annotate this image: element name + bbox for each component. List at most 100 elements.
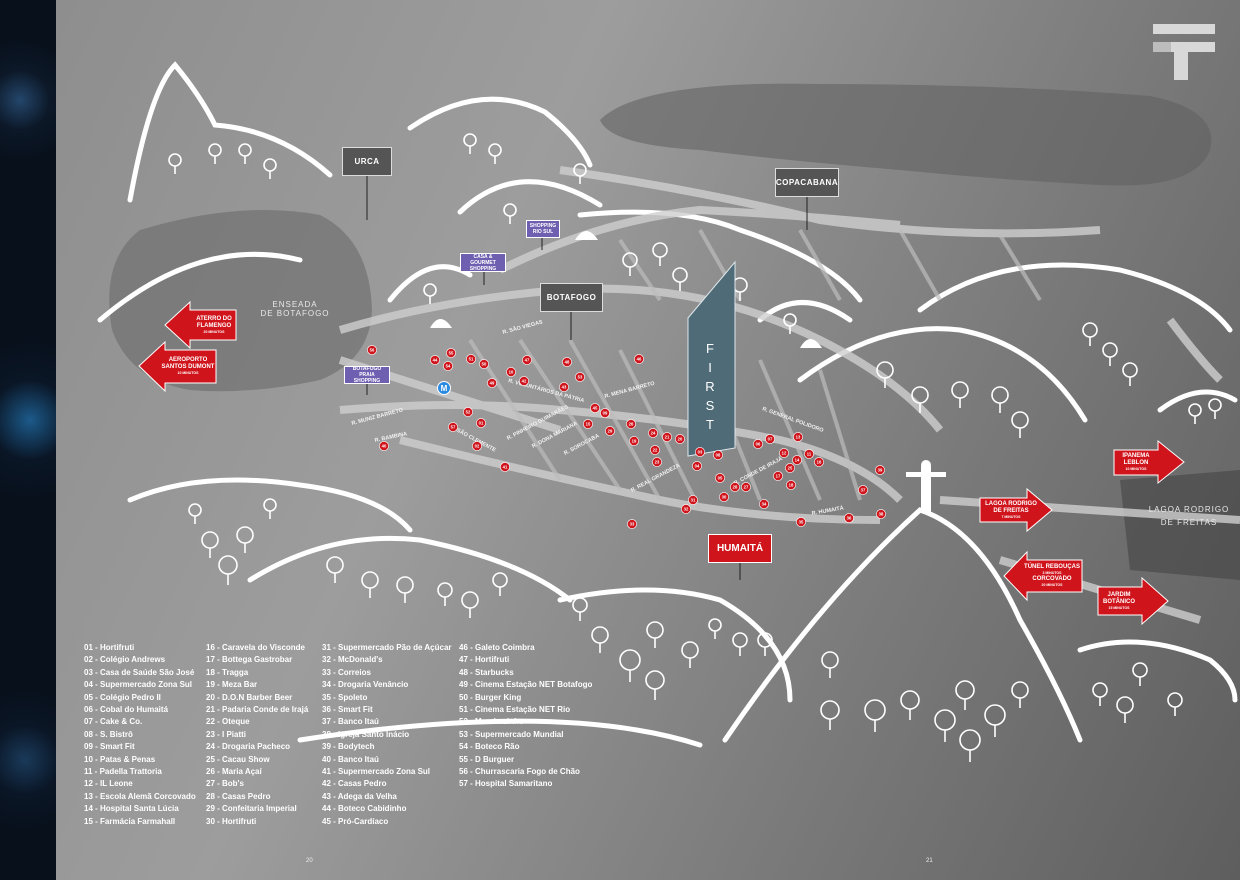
place-marker — [844, 513, 854, 523]
place-marker — [650, 445, 660, 455]
place-marker-label: 16 — [817, 460, 822, 465]
place-marker — [627, 519, 637, 529]
place-marker-label: 26 — [629, 422, 634, 427]
place-marker-label: 52 — [466, 410, 471, 415]
legend-item: 12 - IL Leone — [84, 779, 133, 789]
legend-item: 15 - Farmácia Farmahall — [84, 816, 176, 826]
legend-item: 10 - Patas & Penas — [84, 754, 156, 764]
place-marker — [765, 434, 775, 444]
legend-item: 16 - Caravela do Visconde — [206, 643, 306, 652]
legend-item: 34 - Drogaria Venâncio — [322, 680, 409, 690]
legend-item: 22 - Oteque — [206, 717, 250, 727]
place-marker — [652, 457, 662, 467]
place-marker-label: 07 — [768, 437, 773, 442]
place-marker — [559, 382, 569, 392]
place-marker — [688, 495, 698, 505]
place-marker-label: 47 — [525, 358, 530, 363]
legend-item: 45 - Pró-Cardíaco — [322, 816, 389, 826]
first-building-label: F I R S T — [705, 340, 715, 432]
place-marker — [648, 428, 658, 438]
legend-item: 40 - Banco Itaú — [322, 754, 379, 764]
callout-lines — [366, 176, 808, 580]
place-marker — [715, 473, 725, 483]
place-marker-label: 06 — [756, 442, 761, 447]
arrow-tunel — [1003, 550, 1083, 602]
place-marker-label: 25 — [788, 466, 793, 471]
place-marker — [858, 485, 868, 495]
place-marker-label: 04 — [695, 464, 700, 469]
place-marker-label: 33 — [630, 522, 635, 527]
place-marker-label: 43 — [562, 385, 567, 390]
legend-item: 51 - Cinema Estação NET Rio — [459, 705, 571, 715]
humaita-label: HUMAITÁ — [708, 534, 772, 563]
legend-item: 30 - Hortifruti — [206, 816, 257, 826]
arrow-aeroporto — [138, 340, 217, 393]
place-marker-label: 40 — [382, 444, 387, 449]
place-marker — [522, 355, 532, 365]
metro-station-icon: M — [437, 381, 451, 395]
lagoa-label: LAGOA RODRIGO DE FREITAS — [1148, 505, 1230, 527]
place-marker — [479, 359, 489, 369]
side-streets — [468, 229, 1042, 511]
legend-item: 49 - Cinema Estação NET Botafogo — [459, 680, 593, 690]
place-marker-label: 54 — [446, 364, 451, 369]
legend-item: 57 - Hospital Samaritano — [459, 779, 553, 789]
place-marker-label: 12 — [782, 451, 787, 456]
legend-item: 47 - Hortifruti — [459, 655, 510, 665]
legend-item: 33 - Correios — [322, 667, 371, 677]
place-marker — [575, 372, 585, 382]
legend-item: 41 - Supermercado Zona Sul — [322, 767, 431, 777]
legend-item: 04 - Supermercado Zona Sul — [84, 680, 193, 690]
enseada-water — [109, 210, 372, 392]
first-building — [687, 260, 736, 457]
arrow-jardim — [1097, 576, 1169, 626]
place-marker — [562, 357, 572, 367]
place-marker-label: 45 — [593, 406, 598, 411]
place-marker — [741, 482, 751, 492]
place-marker — [600, 408, 610, 418]
place-marker-label: 10 — [509, 370, 514, 375]
place-marker-label: 57 — [451, 425, 456, 430]
neighborhood-map: R. SÃO VIEGAS R. VOLUNTÁRIOS DA PÁTRIA R… — [56, 0, 1240, 880]
place-marker-label: 48 — [565, 360, 570, 365]
legend-item: 25 - Cacau Show — [206, 754, 270, 764]
copacabana-label: COPACABANA — [775, 168, 839, 197]
place-marker-label: 29 — [608, 429, 613, 434]
place-marker-label: 19 — [632, 439, 637, 444]
arrow-lagoa — [979, 487, 1053, 533]
place-marker — [430, 355, 440, 365]
place-marker — [629, 436, 639, 446]
hill-outlines — [97, 61, 1238, 748]
place-marker — [786, 480, 796, 490]
map-artwork: R. SÃO VIEGAS R. VOLUNTÁRIOS DA PÁTRIA R… — [97, 61, 1240, 762]
botafogo-label: BOTAFOGO — [540, 283, 603, 312]
place-marker-label: 37 — [861, 488, 866, 493]
legend-item: 21 - Padaria Conde de Irajá — [206, 705, 309, 715]
place-marker — [713, 450, 723, 460]
place-marker-label: 20 — [678, 437, 683, 442]
place-marker-label: 30 — [722, 495, 727, 500]
legend-item: 46 - Galeto Coimbra — [459, 643, 535, 652]
legend-item: 11 - Padella Trattoria — [84, 767, 162, 777]
legend-item: 17 - Bottega Gastrobar — [206, 655, 293, 665]
place-marker — [634, 354, 644, 364]
arrow-aterro — [164, 300, 237, 350]
legend-item: 32 - McDonald's — [322, 655, 383, 665]
legend-item: 43 - Adega da Velha — [322, 791, 397, 801]
place-marker — [695, 447, 705, 457]
legend-item: 18 - Tragga — [206, 667, 249, 677]
place-marker-label: 56 — [370, 348, 375, 353]
christ-statue-icon — [906, 460, 946, 512]
legend-item: 44 - Boteco Cabidinho — [322, 804, 407, 814]
legend-item: 13 - Escola Alemã Corcovado — [84, 791, 196, 801]
legend-item: 56 - Churrascaria Fogo de Chão — [459, 767, 580, 777]
legend-item: 38 - Igreja Santo Inácio — [322, 729, 410, 739]
legend-item: 39 - Bodytech — [322, 742, 375, 752]
place-marker-label: 22 — [653, 448, 658, 453]
